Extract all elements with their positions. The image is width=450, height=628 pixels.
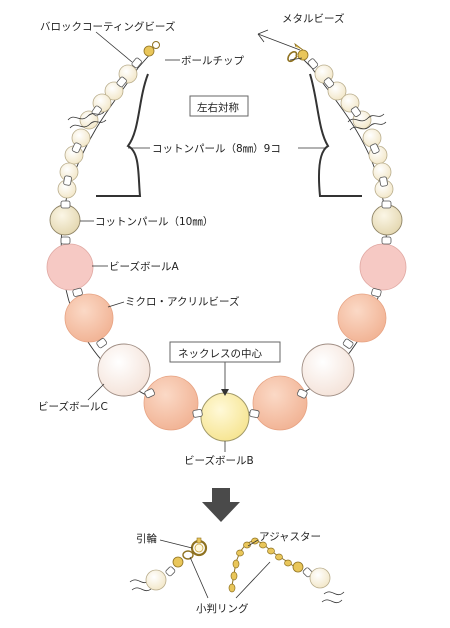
spring-ring-detail (129, 537, 208, 592)
lead-ball-c (87, 383, 105, 401)
left-ball-chip (143, 41, 160, 57)
label-symmetric: 左右対称 (197, 101, 239, 114)
label-cotton-pearl-8mm: コットンパール（8㎜）9コ (152, 143, 281, 155)
metal-bead-arrow-head (257, 29, 269, 43)
left-micro-acrylic-bead (64, 293, 114, 343)
right-brace (309, 73, 362, 197)
label-micro-acrylic-beads: ミクロ・アクリルビーズ (125, 295, 239, 308)
label-jump-ring: 小判リング (196, 602, 249, 615)
right-bead-ball-a (359, 243, 407, 291)
lead-jump-ring-left (189, 556, 209, 599)
label-metal-beads: メタルビーズ (282, 12, 344, 25)
left-cotton-pearl-10mm (49, 204, 81, 236)
center-box (169, 341, 281, 363)
left-bead-ball-c (97, 343, 151, 397)
left-bead-ball-a (46, 243, 94, 291)
right-micro-acrylic-bead-2 (252, 375, 308, 431)
label-necklace-center: ネックレスの中心 (178, 347, 262, 360)
lead-ballchip-right (289, 57, 303, 61)
right-cotton-pearl-10mm (371, 204, 403, 236)
label-ball-chip: ボールチップ (181, 55, 244, 67)
lead-spring-ring (159, 539, 193, 549)
label-bead-ball-a: ビーズボールA (109, 260, 179, 273)
center-arrowhead (221, 389, 229, 396)
metal-bead-arrow-line (257, 33, 301, 51)
label-baroque-coating-beads: バロックコーティングビーズ (40, 20, 175, 33)
lead-adjuster (247, 539, 259, 547)
label-bead-ball-b: ビーズボールB (184, 454, 254, 467)
baroque-coating-beads (60, 57, 392, 418)
lead-micro-acrylic (107, 301, 125, 308)
right-micro-acrylic-bead (337, 293, 387, 343)
label-cotton-pearl-10mm: コットンパール（10㎜） (95, 216, 213, 228)
left-brace (96, 73, 149, 197)
left-wave-marks (67, 111, 107, 129)
symmetric-box (189, 95, 249, 117)
right-cotton-pearls-8mm (314, 64, 394, 199)
lead-baroque (95, 31, 133, 63)
adjuster-chain-detail (228, 537, 345, 604)
right-ball-chip-hook (287, 42, 309, 63)
down-arrow-icon (202, 488, 240, 522)
label-bead-ball-c: ビーズボールC (38, 400, 108, 413)
right-bead-ball-c (301, 343, 355, 397)
lead-jump-ring-right (235, 561, 271, 599)
center-bead-ball-b (200, 392, 250, 442)
label-spring-ring: 引輪 (136, 532, 157, 545)
right-wave-marks (347, 113, 387, 131)
left-micro-acrylic-bead-2 (143, 375, 199, 431)
left-cotton-pearls-8mm (57, 64, 138, 199)
label-adjuster: アジャスター (259, 531, 321, 543)
